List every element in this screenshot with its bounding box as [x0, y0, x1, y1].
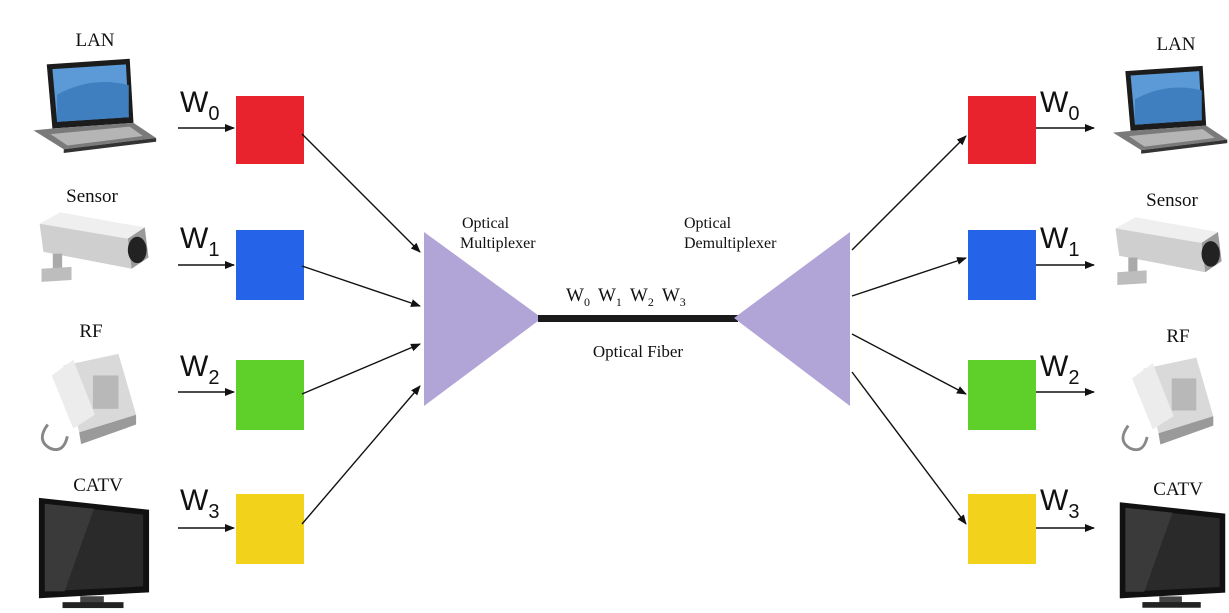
right-device-catv-label: CATV — [1153, 479, 1203, 500]
left-wavelength-label-1: W1 — [180, 222, 219, 261]
optical-multiplexer — [424, 232, 542, 406]
demux-output-arrow-0 — [851, 135, 967, 251]
demux-output-arrow-3 — [851, 371, 967, 525]
right-device-rf-label: RF — [1166, 326, 1189, 347]
mux-input-arrow-3 — [301, 385, 421, 525]
television-icon — [38, 497, 150, 609]
left-wavelength-box-0 — [236, 96, 304, 164]
telephone-icon — [40, 352, 138, 452]
right-device-catv: CATV — [1119, 479, 1226, 608]
demux-output-arrow-2 — [851, 333, 967, 395]
right-wavelength-box-3 — [968, 494, 1036, 564]
telephone-icon — [1121, 356, 1215, 452]
right-wavelength-box-2 — [968, 360, 1036, 430]
right-wavelength-box-0 — [968, 96, 1036, 164]
left-device-catv-label: CATV — [73, 475, 123, 496]
mux-input-arrow-1 — [301, 265, 421, 307]
right-wavelength-label-2: W2 — [1040, 350, 1079, 389]
laptop-icon — [1113, 65, 1228, 154]
left-wavelength-box-3 — [236, 494, 304, 564]
left-device-rf: RF — [40, 321, 138, 452]
left-device-sensor-label: Sensor — [66, 186, 118, 207]
left-wavelength-box-1 — [236, 230, 304, 300]
left-device-rf-label: RF — [79, 321, 102, 342]
mux-input-arrow-0 — [301, 133, 421, 253]
optical-fiber — [538, 315, 738, 322]
right-wavelength-label-0: W0 — [1040, 86, 1079, 125]
left-device-lan-label: LAN — [75, 30, 114, 51]
security-camera-icon — [1115, 217, 1222, 286]
television-icon — [1119, 502, 1226, 608]
left-wavelength-label-0: W0 — [180, 86, 219, 125]
left-wavelength-label-2: W2 — [180, 350, 219, 389]
left-device-lan: LAN — [33, 30, 157, 154]
laptop-icon — [33, 58, 157, 154]
right-device-lan: LAN — [1113, 34, 1228, 154]
demux-output-arrow-1 — [851, 257, 967, 297]
right-device-rf: RF — [1121, 326, 1215, 452]
optical-demultiplexer — [734, 232, 850, 406]
optical-fiber-label: Optical Fiber — [593, 342, 684, 361]
left-device-sensor: Sensor — [39, 186, 149, 282]
security-camera-icon — [39, 212, 149, 282]
right-device-sensor-label: Sensor — [1146, 190, 1198, 211]
right-wavelength-label-3: W3 — [1040, 484, 1079, 523]
mux-input-arrow-2 — [301, 343, 421, 395]
right-wavelength-label-1: W1 — [1040, 222, 1079, 261]
left-device-catv: CATV — [38, 475, 150, 609]
left-wavelength-label-3: W3 — [180, 484, 219, 523]
right-device-lan-label: LAN — [1156, 34, 1195, 55]
right-wavelength-box-1 — [968, 230, 1036, 300]
right-device-sensor: Sensor — [1115, 190, 1222, 286]
left-wavelength-box-2 — [236, 360, 304, 430]
